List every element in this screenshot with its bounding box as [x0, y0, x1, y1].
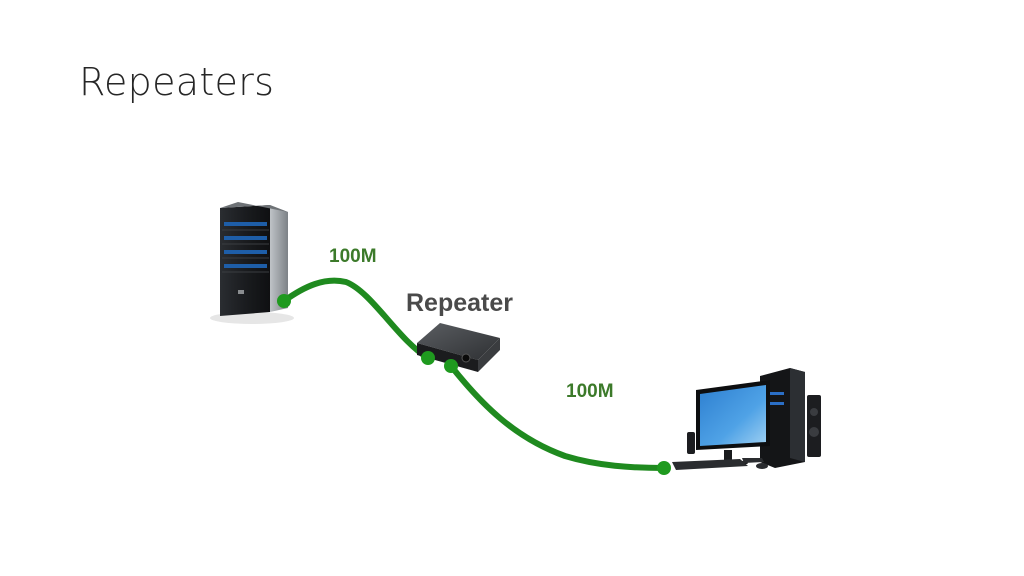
cable-server-to-repeater [281, 277, 431, 361]
server-icon [210, 202, 294, 324]
link-label-server-repeater: 100M [329, 246, 377, 267]
desktop-computer-icon [672, 368, 821, 470]
repeater-device-icon [417, 323, 500, 372]
connector-server [277, 294, 291, 308]
cable-repeater-to-computer [448, 363, 667, 471]
slide-title: Repeaters [79, 60, 275, 104]
connector-repeater-in [421, 351, 435, 365]
link-label-repeater-computer: 100M [566, 381, 614, 402]
connector-repeater-out [444, 359, 458, 373]
repeater-label: Repeater [406, 289, 513, 317]
connector-computer [657, 461, 671, 475]
